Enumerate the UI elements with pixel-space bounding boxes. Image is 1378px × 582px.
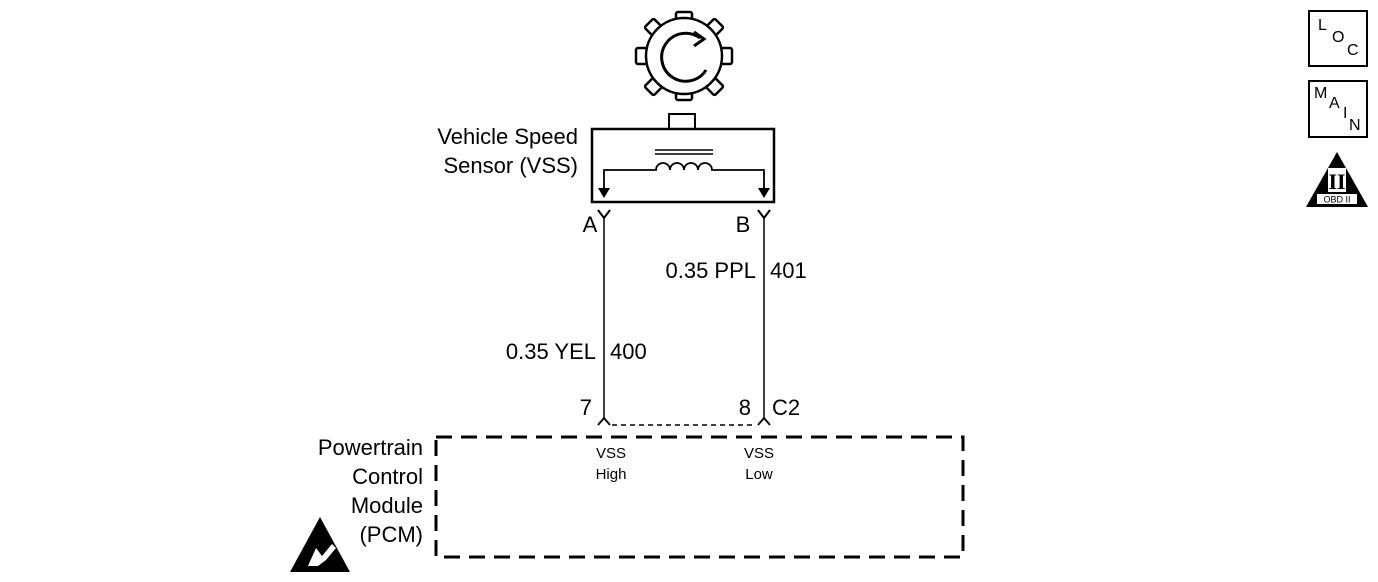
pin-7-connector-icon — [597, 416, 611, 426]
vss-sensor-body — [590, 113, 776, 204]
loc-letter-3: C — [1347, 42, 1359, 59]
signal-low-line2: Low — [745, 466, 773, 483]
wire-401-size-color: 0.35 PPL — [665, 258, 756, 283]
pcm-name-line4: (PCM) — [359, 522, 423, 547]
pcm-pin-high-number: 7 — [580, 395, 592, 420]
pin-a-connector-icon — [597, 209, 611, 220]
sensor-name-line2: Sensor (VSS) — [444, 153, 579, 178]
pcm-module-box — [434, 435, 965, 559]
pcm-pin-low-number: 8 — [739, 395, 751, 420]
pcm-connector-id: C2 — [772, 395, 800, 420]
obd-ii-icon: II OBD II — [1306, 152, 1368, 207]
obd-label: OBD II — [1323, 195, 1350, 205]
loc-letter-2: O — [1332, 29, 1345, 46]
main-letter-1: M — [1314, 85, 1328, 102]
pcm-name-line2: Control — [352, 464, 423, 489]
wire-401-circuit: 401 — [770, 258, 807, 283]
pin-b-label: B — [736, 212, 751, 237]
pin-8-connector-icon — [757, 416, 771, 426]
pcm-name-line1: Powertrain — [318, 435, 423, 460]
sensor-name-line1: Vehicle Speed — [437, 124, 578, 149]
wire-400-size-color: 0.35 YEL — [506, 339, 596, 364]
loc-letter-1: L — [1318, 17, 1327, 34]
signal-high-line1: VSS — [596, 445, 626, 462]
pin-a-label: A — [583, 212, 598, 237]
signal-high-line2: High — [596, 466, 627, 483]
main-letter-3: I — [1343, 105, 1348, 122]
loc-button[interactable]: L O C — [1308, 10, 1368, 67]
esd-warning-icon — [290, 517, 350, 572]
wire-400-circuit: 400 — [610, 339, 647, 364]
reluctor-wheel-icon — [634, 10, 734, 102]
main-letter-2: A — [1329, 95, 1340, 112]
main-letter-4: N — [1349, 117, 1361, 134]
pin-b-connector-icon — [757, 209, 771, 220]
pcm-name-line3: Module — [351, 493, 423, 518]
obd-ii-button[interactable]: II OBD II — [1304, 150, 1370, 210]
obd-numeral: II — [1328, 169, 1345, 194]
main-button[interactable]: M A I N — [1308, 80, 1368, 138]
signal-low-line1: VSS — [744, 445, 774, 462]
